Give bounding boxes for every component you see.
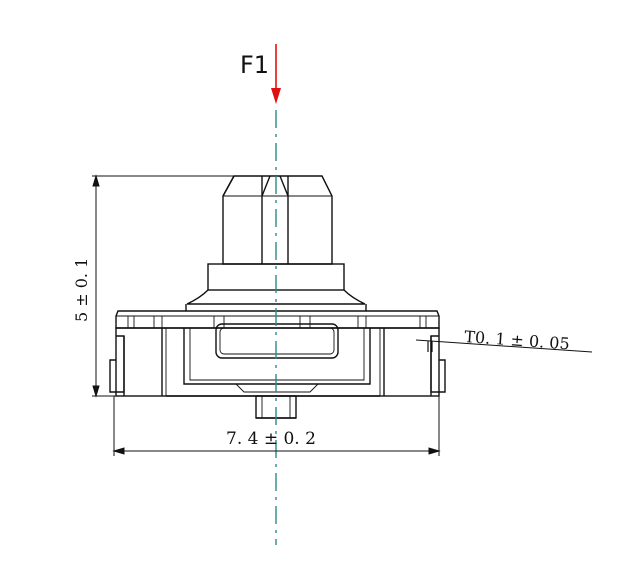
height-dimension-label: 5 ± 0. 1: [72, 258, 91, 322]
right-side-tab: [430, 335, 446, 393]
component-body: [109, 175, 446, 419]
width-dimension: [112, 396, 441, 456]
thickness-leader: [415, 339, 593, 353]
housing-top: [115, 310, 440, 329]
left-side-tab: [109, 335, 125, 393]
width-dimension-label: 7. 4 ± 0. 2: [226, 429, 316, 449]
thickness-dimension-label: T0. 1 ± 0. 05: [464, 327, 571, 353]
force-label: F1: [240, 51, 269, 79]
center-slot: [215, 323, 339, 359]
knob-shaft: [222, 175, 333, 265]
shoulder: [186, 289, 366, 305]
inner-cavity: [183, 328, 371, 385]
force-arrow: [271, 44, 281, 104]
height-dimension: [92, 174, 234, 398]
housing-frame: [115, 327, 440, 397]
